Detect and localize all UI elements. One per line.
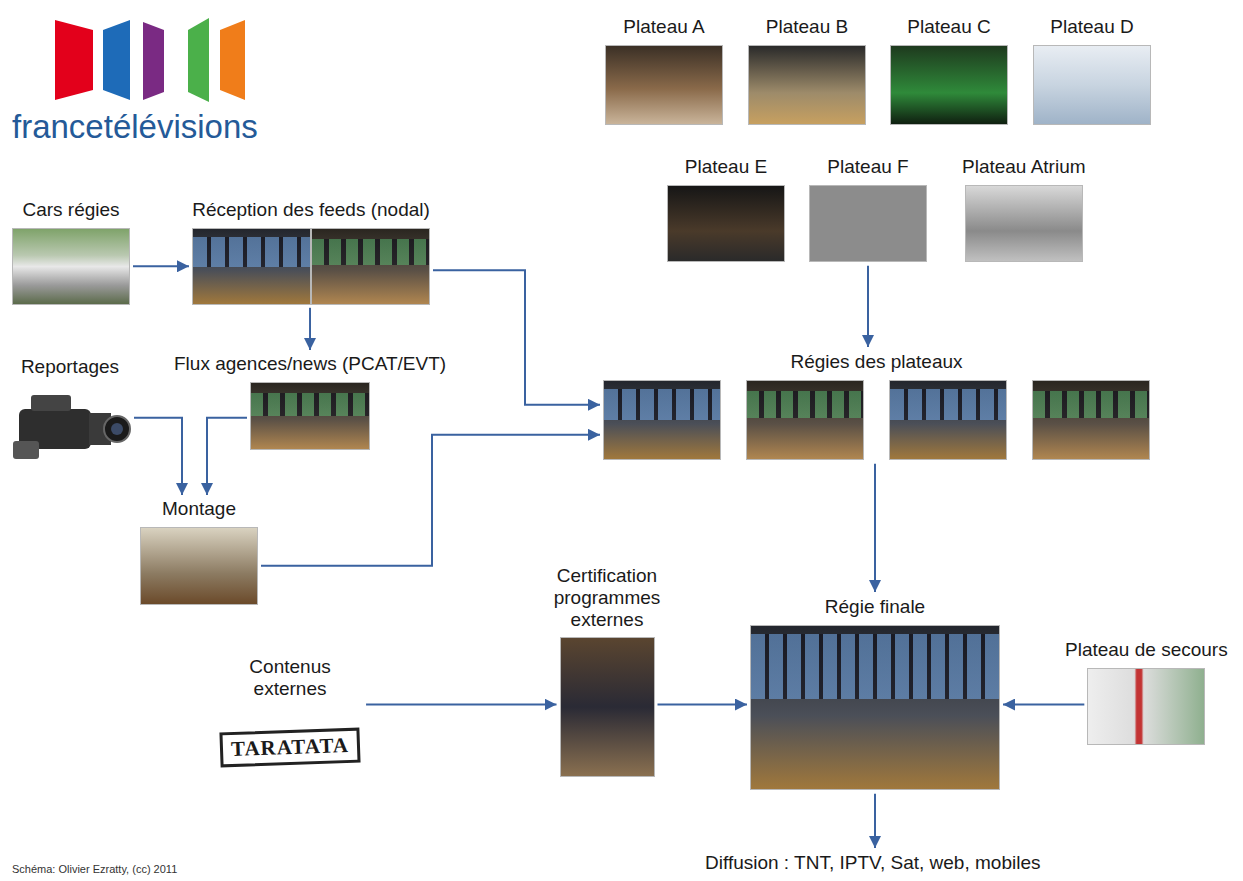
photo-placeholder — [746, 380, 864, 460]
photo-placeholder — [889, 380, 1007, 460]
stage-box: Flux agences/news (PCAT/EVT) — [174, 353, 446, 450]
photo-placeholder — [603, 380, 721, 460]
stage-heading: Plateau F — [827, 156, 908, 179]
stage-heading: Régie finale — [825, 596, 925, 619]
photo-placeholder — [311, 228, 430, 305]
photo-row — [1087, 668, 1205, 745]
stage-box: Plateau C — [890, 16, 1008, 125]
stage-heading: Plateau E — [685, 156, 767, 179]
stage-box: Certification programmes externes — [541, 565, 673, 777]
photo-placeholder — [140, 527, 258, 605]
photo-row — [605, 45, 723, 125]
stage-box: Plateau A — [605, 16, 723, 125]
photo-placeholder — [750, 625, 1000, 790]
photo-row — [750, 625, 1000, 790]
flow-arrow — [366, 704, 556, 706]
photo-placeholder — [9, 385, 131, 465]
photo-placeholder — [1087, 668, 1205, 745]
stage-box: Cars régies — [12, 199, 130, 305]
stage-heading: Certification programmes externes — [541, 565, 673, 631]
flow-arrow — [309, 308, 311, 350]
logo-bar — [55, 20, 93, 100]
stage-heading: Plateau B — [766, 16, 848, 39]
flow-arrow — [867, 266, 869, 347]
stage-box: Plateau E — [667, 156, 785, 262]
stage-heading: Plateau de secours — [1065, 639, 1228, 662]
photo-row — [748, 45, 866, 125]
photo-row — [667, 185, 785, 262]
photo-placeholder — [667, 185, 785, 262]
flow-arrow — [134, 418, 182, 495]
photo-placeholder — [12, 228, 130, 305]
photo-row — [560, 637, 655, 777]
photo-row — [192, 228, 430, 305]
photo-row — [140, 527, 258, 605]
photo-row — [9, 385, 131, 465]
flow-arrow — [207, 418, 247, 495]
flow-arrow — [133, 265, 189, 267]
credit-note: Schéma: Olivier Ezratty, (cc) 2011 — [12, 863, 177, 875]
stage-box: Diffusion : TNT, IPTV, Sat, web, mobiles — [705, 852, 1040, 881]
stage-heading: Plateau Atrium — [962, 156, 1086, 179]
stage-box: Plateau Atrium — [962, 156, 1086, 262]
photo-placeholder — [748, 45, 866, 125]
logo-bar — [220, 20, 245, 100]
stage-box: Plateau D — [1033, 16, 1151, 125]
logo-bars — [0, 0, 300, 110]
stage-heading: Plateau A — [623, 16, 704, 39]
stage-box: Montage — [140, 498, 258, 605]
photo-row — [250, 382, 370, 450]
photo-placeholder — [250, 382, 370, 450]
flow-arrow — [874, 464, 876, 592]
stage-heading: Plateau C — [907, 16, 990, 39]
photo-placeholder — [1032, 380, 1150, 460]
flow-arrow — [261, 435, 600, 566]
stage-heading: Réception des feeds (nodal) — [192, 199, 430, 222]
stage-box: Réception des feeds (nodal) — [192, 199, 430, 305]
flow-arrow — [658, 704, 748, 706]
stage-heading: Flux agences/news (PCAT/EVT) — [174, 353, 446, 376]
flow-arrow — [874, 794, 876, 848]
flow-arrow — [1003, 704, 1084, 706]
photo-placeholder — [890, 45, 1008, 125]
photo-row — [603, 380, 1150, 460]
stage-heading: Diffusion : TNT, IPTV, Sat, web, mobiles — [705, 852, 1040, 875]
photo-row — [890, 45, 1008, 125]
stage-box: Régies des plateaux — [603, 351, 1150, 460]
logo-wordmark: francetélévisions — [12, 108, 258, 146]
photo-placeholder — [560, 637, 655, 777]
stage-heading: Régies des plateaux — [790, 351, 962, 374]
photo-placeholder — [809, 185, 927, 262]
stage-box: Plateau F — [809, 156, 927, 262]
stage-heading: Reportages — [21, 356, 119, 379]
stage-box: Reportages — [9, 356, 131, 465]
photo-row — [809, 185, 927, 262]
stage-heading: Montage — [162, 498, 236, 521]
camera-icon — [9, 385, 131, 465]
stage-box: Contenus externesTARATATA — [220, 656, 360, 765]
logo-bar — [143, 22, 164, 100]
photo-placeholder — [192, 228, 311, 305]
stage-heading: Cars régies — [22, 199, 119, 222]
stamp-text: TARATATA — [219, 727, 360, 767]
logo-bar — [188, 18, 209, 102]
stage-heading: Plateau D — [1050, 16, 1133, 39]
stage-heading: Contenus externes — [224, 656, 356, 700]
photo-row — [12, 228, 130, 305]
photo-placeholder — [965, 185, 1083, 262]
photo-placeholder — [605, 45, 723, 125]
photo-row — [965, 185, 1083, 262]
photo-row — [1033, 45, 1151, 125]
stage-box: Régie finale — [750, 596, 1000, 790]
stage-box: Plateau de secours — [1065, 639, 1228, 745]
photo-placeholder — [1033, 45, 1151, 125]
logo-bar — [103, 20, 130, 100]
flow-arrow — [433, 270, 600, 405]
stage-box: Plateau B — [748, 16, 866, 125]
